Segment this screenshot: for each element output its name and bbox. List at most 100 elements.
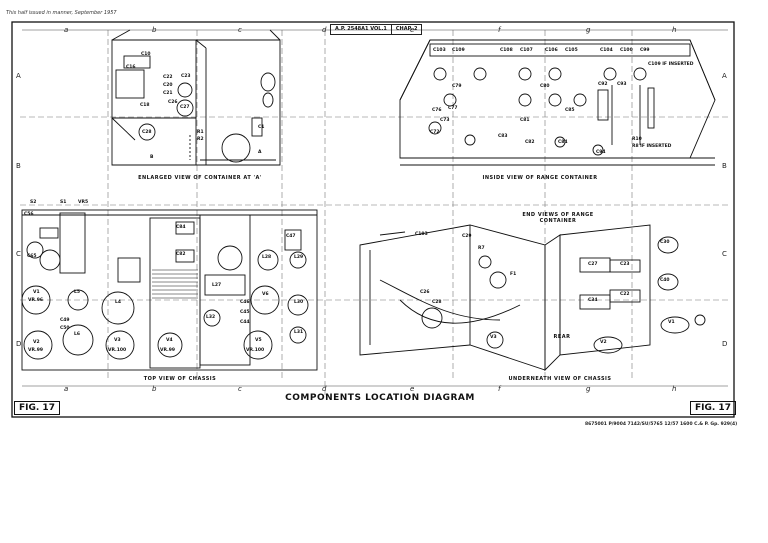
label-c1: C1: [258, 125, 265, 130]
label-c109: C109: [452, 48, 465, 53]
label-r10: R10: [632, 137, 642, 142]
grid-letter-c-bottom: c: [238, 385, 242, 393]
label-l27: L27: [212, 283, 222, 288]
grid-row-c-left: C: [16, 250, 21, 258]
grid-letter-d: d: [322, 26, 327, 34]
label-c18: C18: [140, 103, 150, 108]
grid-row-d-left: D: [16, 340, 22, 348]
label-c93: C93: [617, 82, 627, 87]
grid-letter-c: c: [238, 26, 242, 34]
label-c103: C103: [433, 48, 446, 53]
grid-letter-f-bottom: f: [498, 385, 501, 393]
label-s1: S1: [60, 200, 67, 205]
label-v4: V4: [166, 338, 173, 343]
fig-label-right: FIG. 17: [690, 401, 736, 415]
diagram-title: COMPONENTS LOCATION DIAGRAM: [285, 393, 475, 403]
label-c10: C10: [141, 52, 151, 57]
grid-letter-h: h: [672, 26, 677, 34]
label-l5: L5: [74, 290, 80, 295]
grid-row-b-left: B: [16, 162, 21, 170]
grid-letter-g-bottom: g: [586, 385, 591, 393]
label-c82: C82: [525, 140, 535, 145]
label-c84-top: C84: [176, 225, 186, 230]
range-container-view: [399, 39, 716, 166]
container-view: [111, 29, 281, 166]
label-c44: C44: [240, 320, 250, 325]
label-v1-under: V1: [668, 320, 675, 325]
label-vr99-b: VR.99: [160, 348, 176, 353]
label-c29: C29: [462, 234, 472, 239]
label-vr100-b: VR.100: [246, 348, 265, 353]
label-c73: C73: [440, 118, 450, 123]
label-l30: L30: [294, 300, 304, 305]
ref-chapter: CHAP. 2: [395, 26, 418, 32]
label-c20: C20: [163, 83, 173, 88]
label-r2: R2: [197, 137, 204, 142]
label-c23: C23: [181, 74, 191, 79]
grid-letter-f: f: [498, 26, 501, 34]
label-v5: V5: [255, 338, 262, 343]
label-c65: C65: [27, 254, 37, 259]
label-f1: F1: [510, 272, 517, 277]
grid-row-a-right: A: [722, 72, 727, 80]
label-c45: C45: [240, 310, 250, 315]
caption-rear: REAR: [553, 334, 571, 340]
label-l32: L32: [206, 315, 216, 320]
grid-letter-e: e: [410, 26, 415, 34]
grid-letter-a: a: [64, 26, 69, 34]
label-r8-if-inserted: R8 IF INSERTED: [632, 144, 672, 149]
grid-row-a-left: A: [16, 72, 21, 80]
grid-row-d-right: D: [722, 340, 728, 348]
label-a: A: [258, 150, 262, 155]
grid-row-b-right: B: [722, 162, 727, 170]
grid-letter-g: g: [586, 26, 591, 34]
label-c77: C77: [448, 106, 458, 111]
label-c28: C28: [142, 130, 152, 135]
label-c72: C72: [430, 130, 440, 135]
label-b: B: [150, 155, 154, 160]
label-l4: L4: [115, 300, 121, 305]
label-c16: C16: [126, 65, 136, 70]
fig-label-left: FIG. 17: [14, 401, 60, 415]
label-s2: S2: [30, 200, 37, 205]
label-c26: C26: [168, 100, 178, 105]
label-c23-under: C23: [620, 262, 630, 267]
print-footer: 8675001 P/9004 7142/SU/5765 12/57 1600 C…: [585, 422, 738, 427]
label-c92: C92: [598, 82, 608, 87]
label-c49: C49: [60, 318, 70, 323]
label-c22-under: C22: [620, 292, 630, 297]
header-note: This half issued in manner, September 19…: [6, 10, 117, 16]
label-c40: C40: [660, 278, 670, 283]
grid-letter-e-bottom: e: [410, 385, 415, 393]
label-c79: C79: [452, 84, 462, 89]
label-c56: C56: [24, 212, 34, 217]
label-c105: C105: [565, 48, 578, 53]
label-c26-under: C26: [420, 290, 430, 295]
label-vr5: VR5: [78, 200, 89, 205]
label-r7: R7: [478, 246, 485, 251]
label-l29: L29: [294, 255, 304, 260]
label-c80: C80: [540, 84, 550, 89]
label-c100: C100: [620, 48, 633, 53]
label-v6: V6: [262, 292, 269, 297]
label-l6: L6: [74, 332, 80, 337]
caption-chassis-under: UNDERNEATH VIEW OF CHASSIS: [508, 376, 612, 382]
caption-range-inside: INSIDE VIEW OF RANGE CONTAINER: [482, 175, 598, 181]
label-vr99-a: VR.99: [28, 348, 44, 353]
grid-letter-a-bottom: a: [64, 385, 69, 393]
grid-letter-h-bottom: h: [672, 385, 677, 393]
label-c81: C81: [520, 118, 530, 123]
label-v2-under: V2: [600, 340, 607, 345]
label-l28: L28: [262, 255, 272, 260]
label-c50: C50: [60, 326, 70, 331]
label-c21: C21: [163, 91, 173, 96]
label-c84: C84: [558, 140, 568, 145]
label-c107: C107: [520, 48, 533, 53]
label-c85: C85: [565, 108, 575, 113]
chassis-underneath-view: [359, 224, 706, 372]
grid-letter-b: b: [152, 26, 157, 34]
label-c30: C30: [660, 240, 670, 245]
label-c82-top: C82: [176, 252, 186, 257]
caption-chassis-top: TOP VIEW OF CHASSIS: [143, 376, 217, 382]
